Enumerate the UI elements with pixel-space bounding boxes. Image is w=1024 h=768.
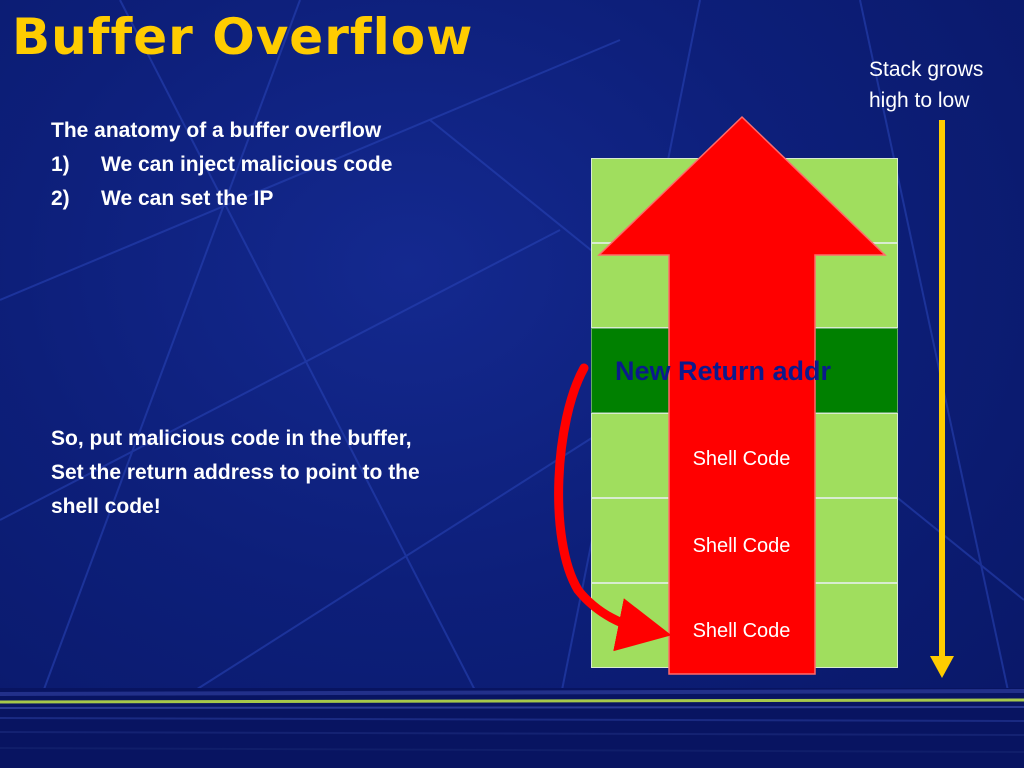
- stack-direction-note: Stack grows high to low: [869, 54, 983, 116]
- bottom-decorative-band: [0, 688, 1024, 768]
- conclusion-line: So, put malicious code in the buffer,: [51, 427, 412, 450]
- slide-title: Buffer Overflow: [12, 8, 474, 66]
- point-text: We can inject malicious code: [101, 153, 393, 176]
- shell-code-label: Shell Code: [692, 448, 791, 470]
- return-address-label: New Return addr: [615, 356, 832, 386]
- point-number: 1): [51, 153, 70, 176]
- points-heading: The anatomy of a buffer overflow: [51, 119, 382, 142]
- point-item: 2) We can set the IP: [51, 182, 392, 216]
- stack-note-line-1: Stack grows: [869, 58, 984, 81]
- conclusion-line: shell code!: [51, 495, 161, 518]
- point-number: 2): [51, 187, 70, 210]
- anatomy-points: The anatomy of a buffer overflow 1) We ca…: [51, 114, 392, 216]
- shell-code-label: Shell Code: [692, 620, 791, 642]
- conclusion-text: So, put malicious code in the buffer, Se…: [51, 422, 420, 524]
- conclusion-line: Set the return address to point to the: [51, 461, 420, 484]
- overflow-up-arrow-icon: [597, 115, 887, 675]
- return-pointer-arrow-icon: [554, 363, 672, 652]
- point-text: We can set the IP: [101, 187, 274, 210]
- stack-note-line-2: high to low: [869, 89, 970, 112]
- stack-direction-arrow-icon: [930, 656, 954, 678]
- shell-code-label: Shell Code: [692, 535, 791, 557]
- point-item: 1) We can inject malicious code: [51, 148, 392, 182]
